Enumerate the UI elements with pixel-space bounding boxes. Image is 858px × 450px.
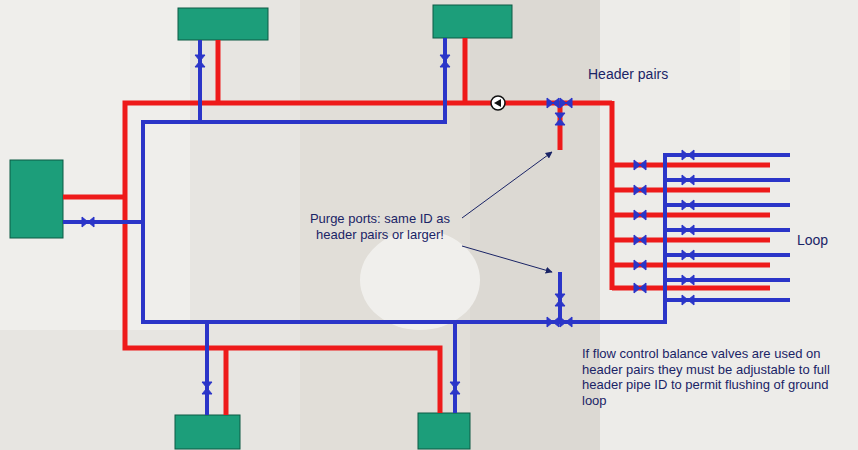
annotation-label: Loop	[797, 232, 828, 249]
leader-arrow	[462, 152, 552, 272]
valve-symbol	[82, 55, 694, 394]
annotation-label: If flow control balance valves are used …	[582, 346, 852, 408]
annotation-label: Header pairs	[588, 66, 668, 83]
circulator-pump	[491, 96, 505, 110]
annotation-label: Purge ports: same ID as header pairs or …	[300, 211, 460, 242]
heat-pump-box	[10, 5, 512, 449]
